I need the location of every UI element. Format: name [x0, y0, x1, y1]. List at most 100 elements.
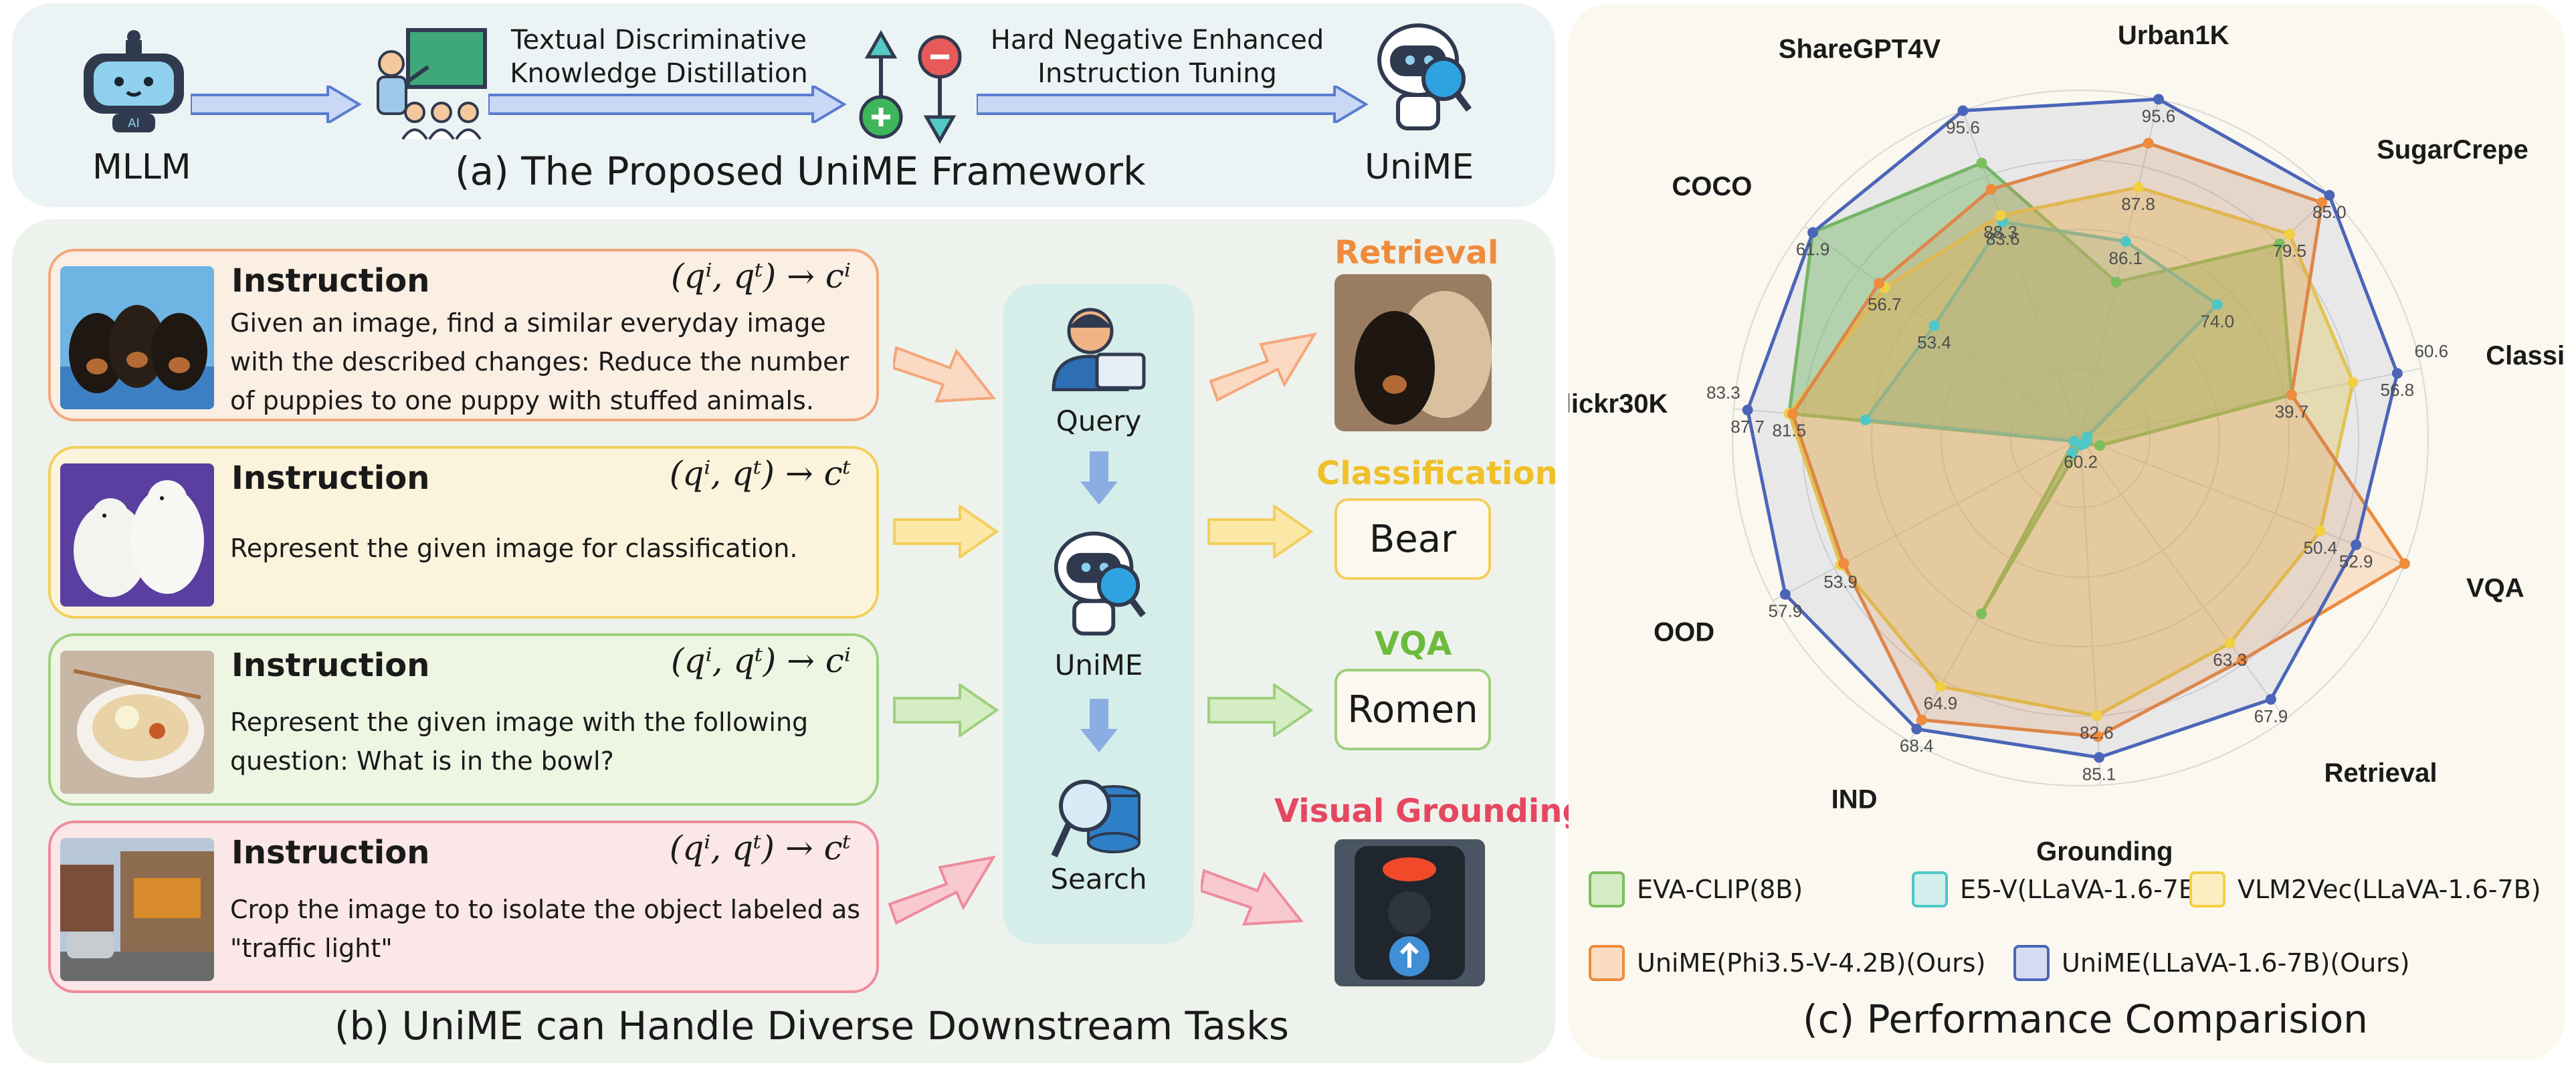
radar-point	[1957, 105, 1969, 116]
grid-ring	[1941, 298, 2220, 578]
stage1-line1: Textual Discriminative	[511, 25, 807, 56]
instruction-formula: (qⁱ, qᵗ) → cⁱ	[671, 257, 851, 296]
legend-label: E5-V(LLaVA-1.6-7B)	[1960, 875, 2206, 904]
task-card-grounding: Instruction (qⁱ, qᵗ) → cᵗ Crop the image…	[48, 821, 879, 993]
radar-point	[2094, 440, 2106, 451]
classification-result-box: Bear	[1334, 498, 1491, 580]
radar-point	[2066, 447, 2078, 459]
radar-point	[2236, 654, 2248, 665]
radar-point	[1995, 210, 2006, 221]
legend-item-e5v: E5-V(LLaVA-1.6-7B)	[1912, 869, 2206, 909]
value-label: 88.3	[1983, 222, 2017, 242]
axis-label: IND	[1831, 784, 1878, 814]
puppies-image	[60, 266, 214, 409]
value-label: 85.1	[2082, 764, 2116, 784]
radar-point	[2316, 197, 2328, 208]
legend-item-eva-clip: EVA-CLIP(8B)	[1589, 869, 1803, 909]
axis-label: OOD	[1654, 618, 1714, 647]
axis-label: Flickr30K	[1569, 389, 1668, 419]
query-label: Query	[1056, 405, 1142, 437]
radar-point	[1874, 278, 1885, 289]
retrieval-output-label: Retrieval	[1334, 234, 1499, 272]
stage2-line1: Hard Negative Enhanced	[990, 25, 1324, 56]
panel-c-caption: (c) Performance Comparision	[1803, 996, 2368, 1042]
value-label: 83.3	[1706, 383, 1741, 403]
radar-chart: 39.760.286.174.053.483.687.879.550.463.3…	[1569, 21, 2565, 867]
grid-spoke	[2080, 437, 2405, 564]
flow-arrow-icon	[488, 86, 846, 123]
legend-swatch	[2189, 871, 2225, 907]
axis-label: Classification	[2486, 341, 2565, 370]
radar-point	[2133, 182, 2144, 193]
axis-label: Urban1K	[2118, 21, 2230, 50]
instruction-title: Instruction	[231, 262, 430, 300]
value-label: 95.6	[2142, 106, 2176, 126]
axis-label: COCO	[1672, 172, 1752, 201]
radar-point	[1928, 320, 1940, 332]
instruction-formula: (qⁱ, qᵗ) → cⁱ	[671, 641, 851, 680]
instruction-title: Instruction	[231, 834, 430, 871]
value-label: 61.9	[1796, 239, 1830, 259]
radar-point	[2399, 558, 2410, 569]
legend-label: EVA-CLIP(8B)	[1637, 875, 1803, 904]
instruction-title: Instruction	[231, 647, 430, 684]
radar-point	[2286, 389, 2297, 401]
radar-point	[2094, 752, 2105, 763]
grid-spoke	[2080, 99, 2159, 439]
radar-point	[2110, 276, 2122, 288]
radar-point	[2120, 236, 2131, 247]
vqa-result-box: Romen	[1334, 669, 1491, 750]
radar-point	[1742, 405, 1753, 416]
radar-point	[2284, 229, 2295, 240]
instruction-formula: (qⁱ, qᵗ) → cᵗ	[669, 454, 851, 493]
radar-point	[2265, 693, 2276, 705]
stage1-line2: Knowledge Distillation	[510, 58, 808, 89]
search-database-icon	[1051, 780, 1141, 858]
input-arrow-icon	[893, 505, 999, 558]
search-label: Search	[1050, 863, 1147, 895]
value-label: 56.8	[2381, 380, 2415, 400]
value-label: 53.9	[1823, 572, 1858, 592]
stage2-label: Hard Negative Enhanced Instruction Tunin…	[983, 23, 1331, 90]
grid-spoke	[2080, 437, 2102, 786]
radar-series-1	[1864, 220, 2219, 455]
legend-swatch	[1589, 871, 1625, 907]
output-arrow-icon	[1207, 505, 1314, 558]
instruction-title: Instruction	[231, 459, 430, 497]
grid-spoke	[2080, 437, 2286, 720]
axis-label: Grounding	[2036, 837, 2173, 867]
radar-series-0	[1787, 161, 2294, 616]
grounding-output-label: Visual Grounding	[1274, 792, 1585, 830]
traffic-light-image	[1334, 839, 1485, 986]
radar-point	[1860, 414, 1871, 425]
value-label: 68.4	[1900, 736, 1934, 756]
panel-b-caption: (b) UniME can Handle Diverse Downstream …	[334, 1003, 1289, 1049]
value-label: 85.0	[2312, 202, 2347, 222]
value-label: 56.7	[1868, 294, 1902, 314]
flow-arrow-icon	[977, 86, 1368, 123]
legend-swatch	[1589, 945, 1625, 981]
radar-point	[2324, 190, 2335, 201]
unime-label: UniME	[1365, 147, 1474, 187]
legend-item-unime-llava: UniME(LLaVA-1.6-7B)(Ours)	[2013, 943, 2409, 983]
radar-point	[2153, 94, 2164, 105]
radar-point	[2314, 526, 2326, 537]
input-arrow-icon	[888, 855, 997, 925]
value-label: 81.5	[1772, 420, 1806, 440]
radar-point	[1779, 588, 1791, 600]
teacher-icon	[377, 28, 487, 140]
radar-point	[2068, 435, 2080, 447]
output-arrow-icon	[1201, 869, 1304, 926]
task-card-retrieval: Instruction (qⁱ, qᵗ) → cⁱ Given an image…	[48, 249, 879, 421]
legend-item-unime-phi: UniME(Phi3.5-V-4.2B)(Ours)	[1589, 943, 1985, 983]
down-arrow-icon	[1080, 451, 1118, 505]
value-label: 74.0	[2200, 311, 2234, 331]
noodle-bowl-image	[60, 651, 214, 794]
vqa-output-label: VQA	[1375, 625, 1452, 663]
query-person-icon	[1052, 308, 1146, 391]
radar-series-4	[1746, 97, 2399, 760]
radar-point	[2224, 637, 2236, 649]
axis-label: SugarCrepe	[2377, 135, 2529, 165]
stage1-label: Textual Discriminative Knowledge Distill…	[508, 23, 809, 90]
value-label: 67.9	[2254, 706, 2288, 726]
